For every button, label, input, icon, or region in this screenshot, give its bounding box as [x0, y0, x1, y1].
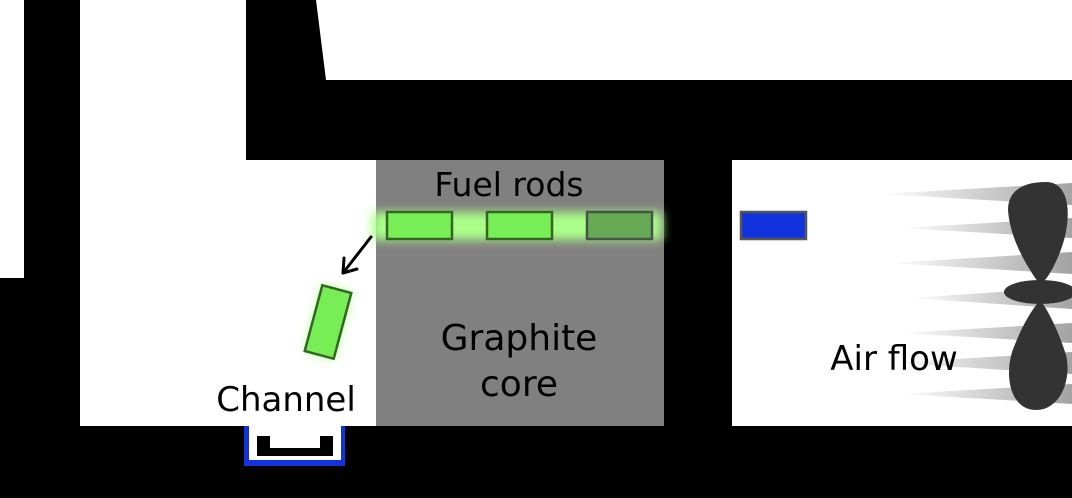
cold-fuel-rod	[739, 210, 808, 241]
label-air-flow: Air flow	[830, 339, 958, 379]
ejected-fuel-rod	[303, 283, 353, 361]
channel-tray-inner	[270, 436, 320, 448]
label-graphite: Graphite	[441, 318, 598, 359]
fuel-rod	[585, 210, 654, 241]
fuel-rod	[385, 210, 454, 241]
divider-wall	[664, 160, 732, 426]
upper-wall	[246, 0, 1072, 160]
label-core: core	[480, 364, 558, 405]
fan-propeller-icon	[1004, 182, 1072, 410]
fuel-rods-in-core	[385, 210, 654, 241]
channel	[244, 426, 345, 466]
arrow-down-left-icon	[341, 235, 373, 275]
label-channel: Channel	[216, 380, 356, 420]
label-fuel-rods: Fuel rods	[434, 165, 583, 204]
graphite-core	[376, 160, 664, 426]
arrow-left-icon	[678, 213, 730, 239]
fuel-rod	[485, 210, 554, 241]
